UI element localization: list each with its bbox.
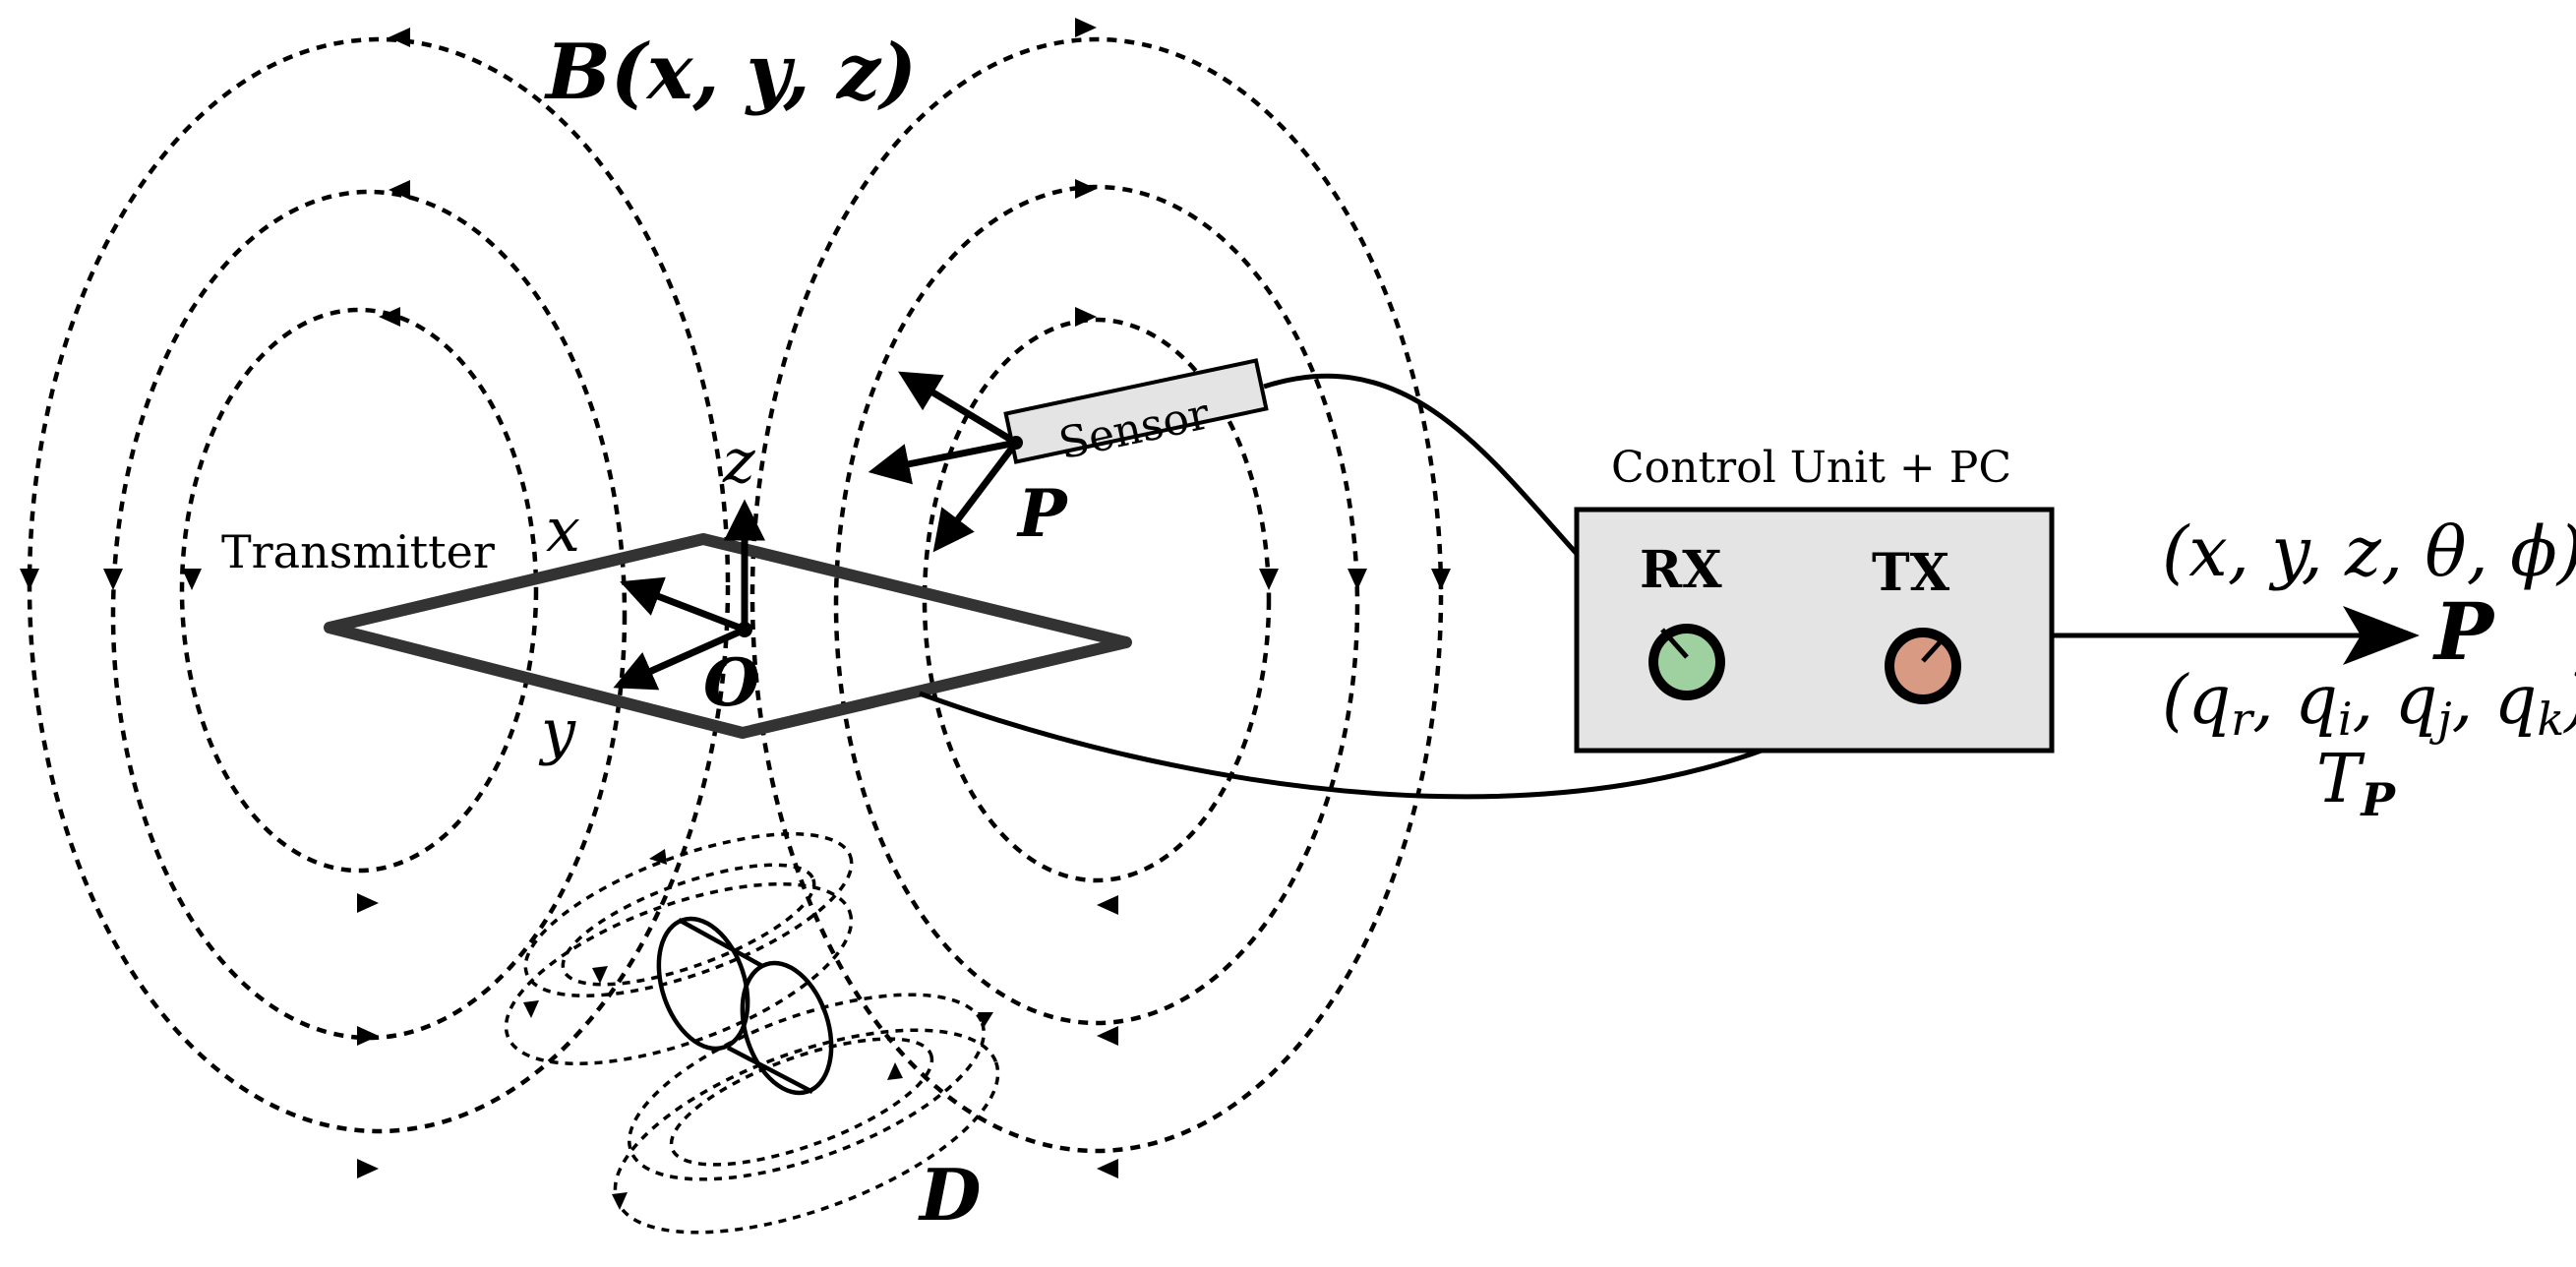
sensor-point-label: P bbox=[1016, 475, 1069, 552]
origin-dot bbox=[737, 622, 752, 637]
output-arrowhead bbox=[2343, 606, 2420, 665]
pose-point-label: P bbox=[2432, 585, 2496, 678]
field-lines-left bbox=[27, 36, 731, 1134]
tx-port bbox=[1885, 628, 1961, 704]
distortion-coil bbox=[656, 916, 834, 1096]
pose-euler-label: (x, y, z, θ, ϕ) bbox=[2162, 512, 2576, 592]
field-label: B(x, y, z) bbox=[544, 28, 917, 117]
control-unit-title: Control Unit + PC bbox=[1611, 443, 2011, 493]
transmitter-label: Transmitter bbox=[221, 525, 495, 578]
distortion-label: D bbox=[918, 1153, 981, 1237]
sensor-point-dot bbox=[1009, 436, 1023, 450]
field-lines-right bbox=[749, 36, 1444, 1154]
axis-x-label: x bbox=[546, 494, 580, 566]
pose-quaternion-label: (qr, qi, qj, qk) bbox=[2162, 662, 2576, 746]
rx-port bbox=[1648, 624, 1725, 700]
tx-label: TX bbox=[1872, 543, 1950, 603]
field-direction-arrows bbox=[20, 18, 1451, 1178]
transmitter-frame bbox=[613, 499, 765, 691]
transform-label: TP bbox=[2316, 741, 2396, 826]
axis-y-label: y bbox=[538, 695, 576, 767]
distortion-arrows bbox=[523, 849, 993, 1210]
axis-z-label: z bbox=[722, 425, 755, 497]
rx-label: RX bbox=[1640, 540, 1722, 600]
sensor-frame bbox=[868, 371, 1019, 553]
origin-label: O bbox=[703, 644, 760, 721]
control-unit-box bbox=[1574, 507, 2055, 754]
transmitter-coil bbox=[324, 533, 1132, 739]
